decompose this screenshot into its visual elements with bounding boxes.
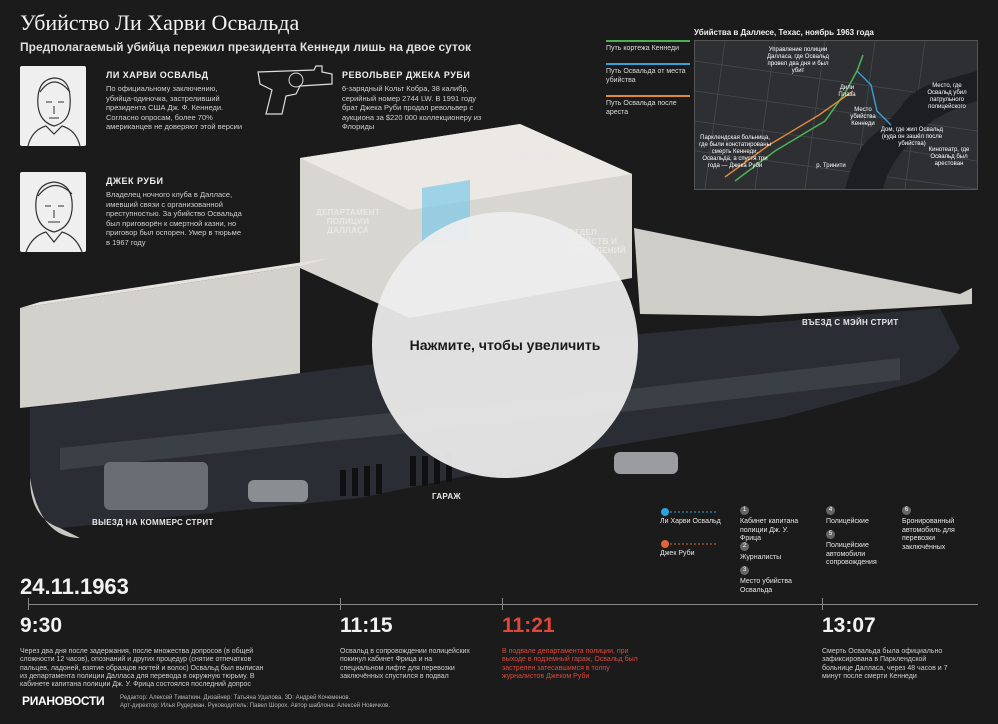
page-subtitle: Предполагаемый убийца пережил президента… <box>20 40 472 54</box>
legend-oswald: Ли Харви Освальд <box>660 518 721 525</box>
legend-oswald-route: Путь Освальда от места убийства <box>606 63 690 85</box>
legend-badge-1: 1 <box>740 506 749 515</box>
legend-badge-6: 6 <box>902 506 911 515</box>
legend-ruby: Джек Руби <box>660 550 695 557</box>
legend-item-6: Бронированный автомобиль для перевозки з… <box>902 518 955 551</box>
label-garage: ГАРАЖ <box>432 492 461 501</box>
timeline-date: 24.11.1963 <box>20 574 129 599</box>
legend-badge-2: 2 <box>740 542 749 551</box>
legend-item-1: Кабинет капитана полиции Дж. У. Фрица <box>740 518 799 542</box>
oswald-portrait <box>20 66 86 147</box>
revolver-description: 6-зарядный Кольт Кобра, 38 калибр, серий… <box>342 84 482 131</box>
map-label-tippit: Место, где Освальд убил патрульного поли… <box>927 83 967 110</box>
map-label-kennedy-site: Место убийства Кеннеди <box>850 107 876 127</box>
event-time-2: 11:15 <box>340 614 393 637</box>
legend-item-3: Место убийства Освальда <box>740 578 792 594</box>
ruby-legend-icon <box>660 536 720 554</box>
event-text-1: Через два дня после задержания, после мн… <box>20 648 264 689</box>
credits: Редактор: Алексей Тиматкин. Дизайнер: Та… <box>120 694 390 710</box>
revolver-name: РЕВОЛЬВЕР ДЖЕКА РУБИ <box>342 70 471 80</box>
legend-badge-4: 4 <box>826 506 835 515</box>
event-time-1: 9:30 <box>20 614 63 637</box>
label-main-street-exit: ВЪЕЗД С МЭЙН СТРИТ <box>802 318 899 327</box>
timeline-tick <box>340 598 341 610</box>
building-cutaway <box>20 124 972 538</box>
map-label-parkland: Парклендская больница, где были констати… <box>699 135 771 169</box>
map-label-cinema: Кинотеатр, где Освальд был арестован <box>928 147 970 167</box>
legend-item-4: Полицейские <box>826 518 869 525</box>
oswald-legend-icon <box>660 504 720 522</box>
map-legend: Путь кортежа Кеннеди Путь Освальда от ме… <box>606 40 690 117</box>
timeline-tick <box>822 598 823 610</box>
map-title: Убийства в Даллесе, Техас, ноябрь 1963 г… <box>694 28 874 37</box>
oswald-description: По официальному заключению, убийца-одино… <box>106 84 243 131</box>
label-floor3: 3-Й ЭТАЖ <box>514 152 555 161</box>
timeline-tick <box>502 598 503 610</box>
event-text-2: Освальд в сопровождении полицейских поки… <box>340 648 470 680</box>
legend-item-5: Полицейские автомобили сопровождения <box>826 542 877 566</box>
timeline-tick <box>28 598 29 610</box>
revolver-icon <box>252 62 338 123</box>
zoom-hint: Нажмите, чтобы увеличить <box>409 337 601 353</box>
event-time-3: 11:21 <box>502 614 555 637</box>
ruby-name: ДЖЕК РУБИ <box>106 176 164 186</box>
event-text-3: В подвале департамента полиции, при выхо… <box>502 648 638 680</box>
ruby-portrait <box>20 172 86 253</box>
oswald-name: ЛИ ХАРВИ ОСВАЛЬД <box>106 70 209 80</box>
credits-line-2: Арт-директор: Илья Рудерман. Руководител… <box>120 703 391 709</box>
map-label-dealey: Дили Плаза <box>838 85 856 98</box>
ria-logo[interactable]: РИАНОВОСТИ <box>22 694 105 708</box>
dallas-map[interactable]: Управление полиции Далласа, где Освальд … <box>694 40 978 190</box>
legend-motorcade: Путь кортежа Кеннеди <box>606 40 690 53</box>
map-label-oswald-house: Дом, где жил Освальд (куда он зашёл посл… <box>880 127 944 147</box>
credits-line-1: Редактор: Алексей Тиматкин. Дизайнер: Та… <box>120 695 351 701</box>
label-police-dept: ДЕПАРТАМЕНТ ПОЛИЦИИ ДАЛЛАСА <box>316 208 380 235</box>
legend-badge-5: 5 <box>826 530 835 539</box>
zoom-button[interactable]: Нажмите, чтобы увеличить <box>372 212 638 478</box>
map-label-police: Управление полиции Далласа, где Освальд … <box>766 47 830 74</box>
label-commerce-exit: ВЫЕЗД НА КОММЕРС СТРИТ <box>92 518 214 527</box>
legend-oswald-arrest-route: Путь Освальда после ареста <box>606 95 690 117</box>
ruby-description: Владелец ночного клуба в Далласе, имевши… <box>106 190 242 247</box>
event-text-4: Смерть Освальда была официально зафиксир… <box>822 648 948 680</box>
map-label-river: р. Тринити <box>816 163 846 169</box>
page-title: Убийство Ли Харви Освальда <box>20 10 300 35</box>
legend-item-2: Журналисты <box>740 554 782 561</box>
timeline-axis <box>28 604 978 605</box>
legend-badge-3: 3 <box>740 566 749 575</box>
event-time-4: 13:07 <box>822 614 876 637</box>
